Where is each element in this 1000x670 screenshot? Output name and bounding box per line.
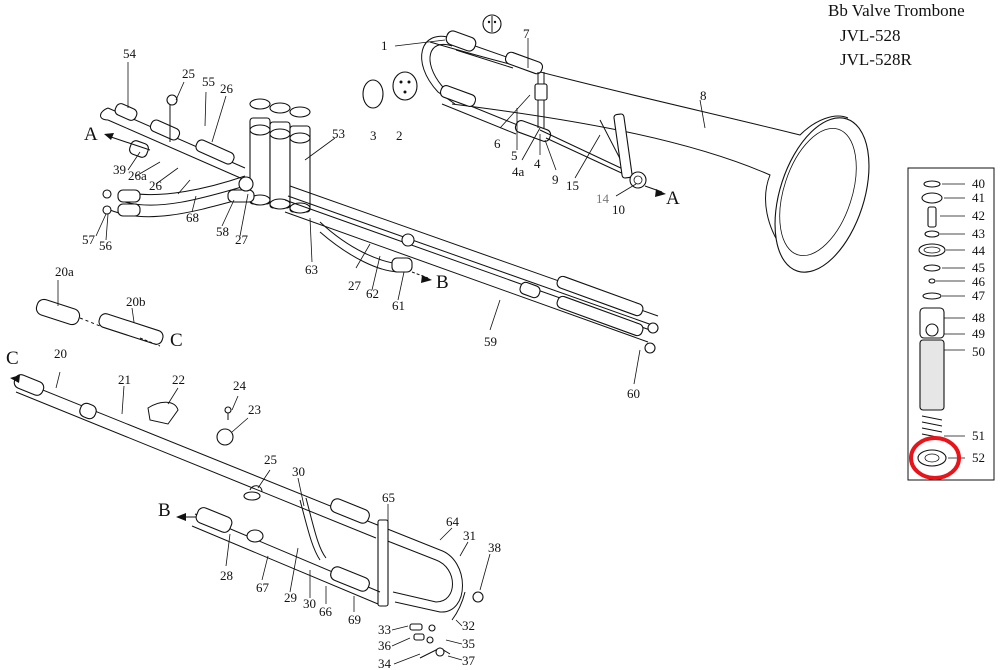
part-label: 45 — [972, 260, 985, 275]
part-label: 34 — [378, 656, 392, 670]
part-label: 25 — [264, 452, 277, 467]
part-label: 63 — [305, 262, 318, 277]
part-label: 33 — [378, 622, 391, 637]
model-number: JVL-528 — [840, 26, 901, 45]
part-label: 30 — [292, 464, 305, 479]
part-label: 37 — [462, 653, 476, 668]
part-label: 52 — [972, 450, 985, 465]
part-label: 1 — [381, 38, 388, 53]
part-label: 51 — [972, 428, 985, 443]
part-label: 43 — [972, 226, 985, 241]
part-label: 29 — [284, 590, 297, 605]
part-label: 7 — [523, 26, 530, 41]
connection-arrows — [10, 133, 666, 521]
part-label: 25 — [182, 66, 195, 81]
leadpipe-section — [13, 374, 484, 659]
part-label: 14 — [596, 191, 610, 206]
part-label: 66 — [319, 604, 333, 619]
part-label: 55 — [202, 74, 215, 89]
part-label: 69 — [348, 612, 361, 627]
part-label: 2 — [396, 128, 403, 143]
part-label: 39 — [113, 162, 126, 177]
part-labels: 1 2 3 4 4a 5 6 7 8 9 10 14 15 20 20a 20b… — [54, 26, 986, 670]
part-label: 22 — [172, 372, 185, 387]
part-label: 36 — [378, 638, 392, 653]
part-label: 21 — [118, 372, 131, 387]
valve-section — [100, 94, 659, 354]
part-label: 32 — [462, 618, 475, 633]
part-label: 56 — [99, 238, 113, 253]
part-label: 67 — [256, 580, 270, 595]
part-label: 20b — [126, 294, 146, 309]
part-label: 58 — [216, 224, 229, 239]
part-label: 61 — [392, 298, 405, 313]
part-label: 8 — [700, 88, 707, 103]
part-label: 48 — [972, 310, 985, 325]
part-label: 53 — [332, 126, 345, 141]
part-label: 64 — [446, 514, 460, 529]
part-label: 41 — [972, 190, 985, 205]
leader-lines — [55, 38, 706, 665]
part-label: 4a — [512, 164, 525, 179]
part-label: 28 — [220, 568, 233, 583]
part-label: 15 — [566, 178, 579, 193]
part-label: 9 — [552, 172, 559, 187]
part-label: 62 — [366, 286, 379, 301]
part-label: 24 — [233, 378, 247, 393]
part-label: 44 — [972, 243, 986, 258]
part-label: 59 — [484, 334, 497, 349]
connection-letter-b-lower: B — [158, 500, 171, 521]
part-label: 46 — [972, 274, 986, 289]
part-label: 26a — [128, 168, 147, 183]
part-label: 26 — [149, 178, 163, 193]
diagram-title: Bb Valve Trombone — [828, 1, 965, 20]
part-label: 60 — [627, 386, 640, 401]
part-label: 10 — [612, 202, 625, 217]
part-label: 4 — [534, 156, 541, 171]
part-label: 31 — [463, 528, 476, 543]
connection-letter-c-left: C — [6, 348, 19, 369]
part-label: 5 — [511, 148, 518, 163]
connection-letter-b-upper: B — [436, 272, 449, 293]
bell-section — [362, 14, 870, 273]
model-number-alt: JVL-528R — [840, 50, 912, 69]
connector-tubes — [35, 298, 164, 345]
part-label: 35 — [462, 636, 475, 651]
part-label: 65 — [382, 490, 395, 505]
part-label: 68 — [186, 210, 199, 225]
connection-letter-a-right: A — [666, 188, 680, 209]
part-label: 50 — [972, 344, 985, 359]
part-label: 3 — [370, 128, 377, 143]
part-label: 20a — [55, 264, 74, 279]
part-label: 57 — [82, 232, 96, 247]
part-label: 42 — [972, 208, 985, 223]
part-label: 38 — [488, 540, 501, 555]
part-label: 23 — [248, 402, 261, 417]
highlight-circle — [909, 436, 961, 480]
part-label: 49 — [972, 326, 985, 341]
part-label: 27 — [235, 232, 249, 247]
part-label: 6 — [494, 136, 501, 151]
part-label: 26 — [220, 81, 234, 96]
part-label: 54 — [123, 46, 137, 61]
part-label: 40 — [972, 176, 985, 191]
valve-inset — [907, 167, 995, 481]
connection-letter-a-left: A — [84, 124, 98, 145]
connection-letter-c-right: C — [170, 330, 183, 351]
part-label: 30 — [303, 596, 316, 611]
part-label: 27 — [348, 278, 362, 293]
part-label: 47 — [972, 288, 986, 303]
part-label: 20 — [54, 346, 67, 361]
